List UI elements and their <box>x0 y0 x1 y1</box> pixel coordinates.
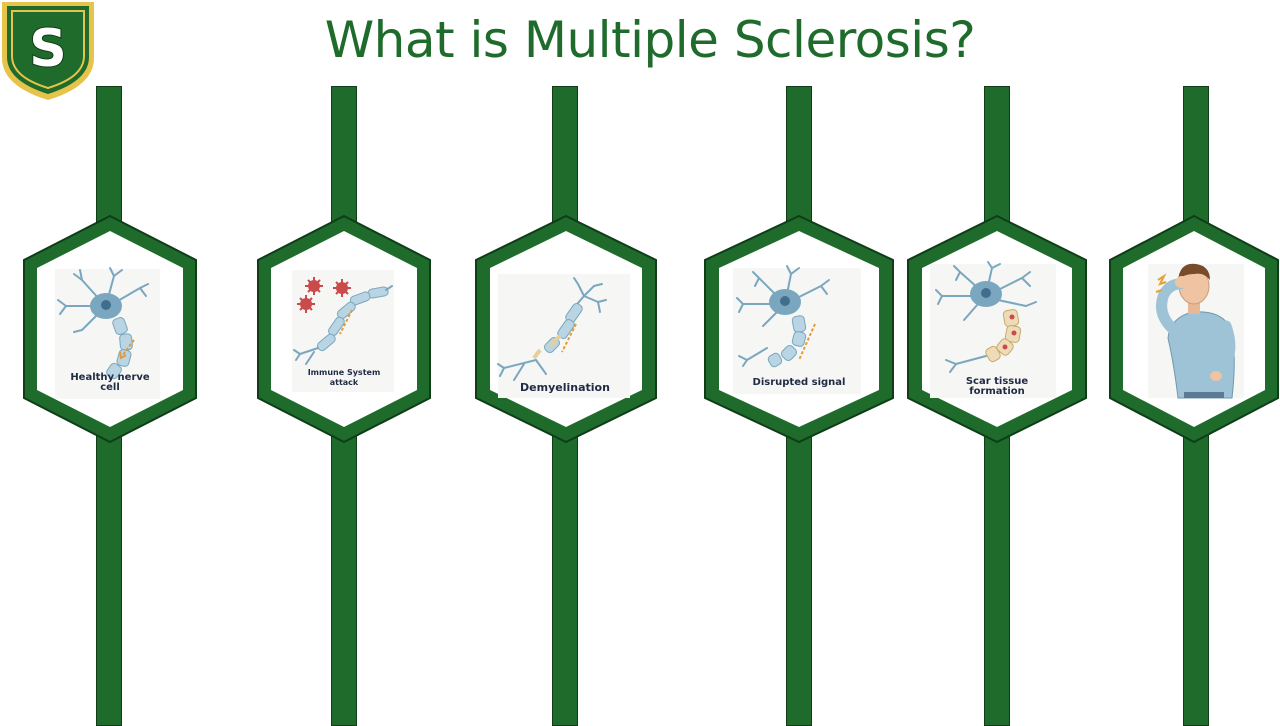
logo-letter: S <box>29 19 66 79</box>
healthy-nerve-cell-icon <box>55 267 160 399</box>
scar-tissue-icon <box>930 261 1056 398</box>
immune-attack-icon <box>292 270 394 392</box>
step-hexagon <box>257 214 431 444</box>
disrupted-signal-icon <box>733 265 861 394</box>
step-hexagon <box>704 214 894 444</box>
slide-title: What is Multiple Sclerosis? <box>324 11 976 69</box>
step-hexagon <box>1109 214 1279 444</box>
step-hexagon <box>475 214 657 444</box>
step-hexagon <box>23 214 197 444</box>
demyelination-icon <box>497 274 630 398</box>
school-shield-logo: S <box>2 2 94 100</box>
step-label-disrupted-signal: Disrupted signal <box>752 377 846 388</box>
person-with-headache-icon <box>1148 263 1244 399</box>
step-label-demyelination: Demyelination <box>520 381 610 394</box>
step-hexagon <box>907 214 1087 444</box>
